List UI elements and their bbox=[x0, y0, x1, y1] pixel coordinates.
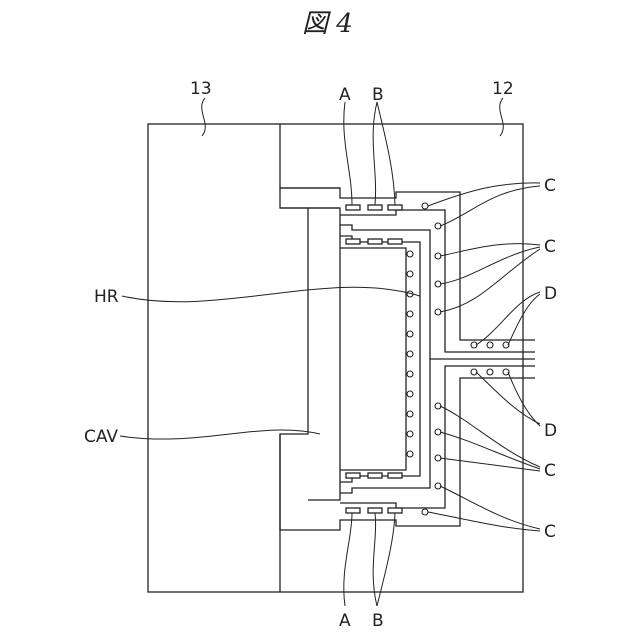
label-b-top: B bbox=[372, 85, 384, 105]
label-d-1: D bbox=[544, 284, 557, 304]
label-d-2: D bbox=[544, 421, 557, 441]
plate-layer-3-top bbox=[340, 225, 535, 359]
pad-b-bottom-2 bbox=[388, 508, 402, 513]
parting-line bbox=[280, 188, 308, 592]
figure-title: 図 4 bbox=[302, 9, 353, 39]
pad-a-top-inner bbox=[346, 239, 360, 244]
pad-b-bottom-inner-1 bbox=[368, 473, 382, 478]
pad-b-top-inner-2 bbox=[388, 239, 402, 244]
pad-b-top-inner-1 bbox=[368, 239, 382, 244]
pad-b-top-1 bbox=[368, 205, 382, 210]
mold-outline bbox=[148, 124, 523, 592]
parting-line-top bbox=[280, 124, 340, 188]
hot-runner-heater-dots bbox=[407, 251, 413, 457]
core-body bbox=[308, 208, 340, 500]
pad-b-top-2 bbox=[388, 205, 402, 210]
pad-a-bottom-inner bbox=[346, 473, 360, 478]
label-a-top: A bbox=[339, 85, 351, 105]
label-a-bottom: A bbox=[339, 611, 351, 631]
label-13: 13 bbox=[190, 79, 212, 99]
label-cav: CAV bbox=[84, 427, 118, 447]
outer-plate-top bbox=[280, 188, 535, 340]
label-12: 12 bbox=[492, 79, 514, 99]
label-hr: HR bbox=[94, 287, 119, 307]
label-c-1: C bbox=[544, 176, 556, 196]
pad-b-bottom-1 bbox=[368, 508, 382, 513]
pad-a-bottom bbox=[346, 508, 360, 513]
pad-b-bottom-inner-2 bbox=[388, 473, 402, 478]
pad-a-top bbox=[346, 205, 360, 210]
label-b-bottom: B bbox=[372, 611, 384, 631]
label-c-4: C bbox=[544, 522, 556, 542]
label-c-3: C bbox=[544, 461, 556, 481]
label-c-2: C bbox=[544, 237, 556, 257]
hot-runner-inner bbox=[340, 248, 406, 470]
